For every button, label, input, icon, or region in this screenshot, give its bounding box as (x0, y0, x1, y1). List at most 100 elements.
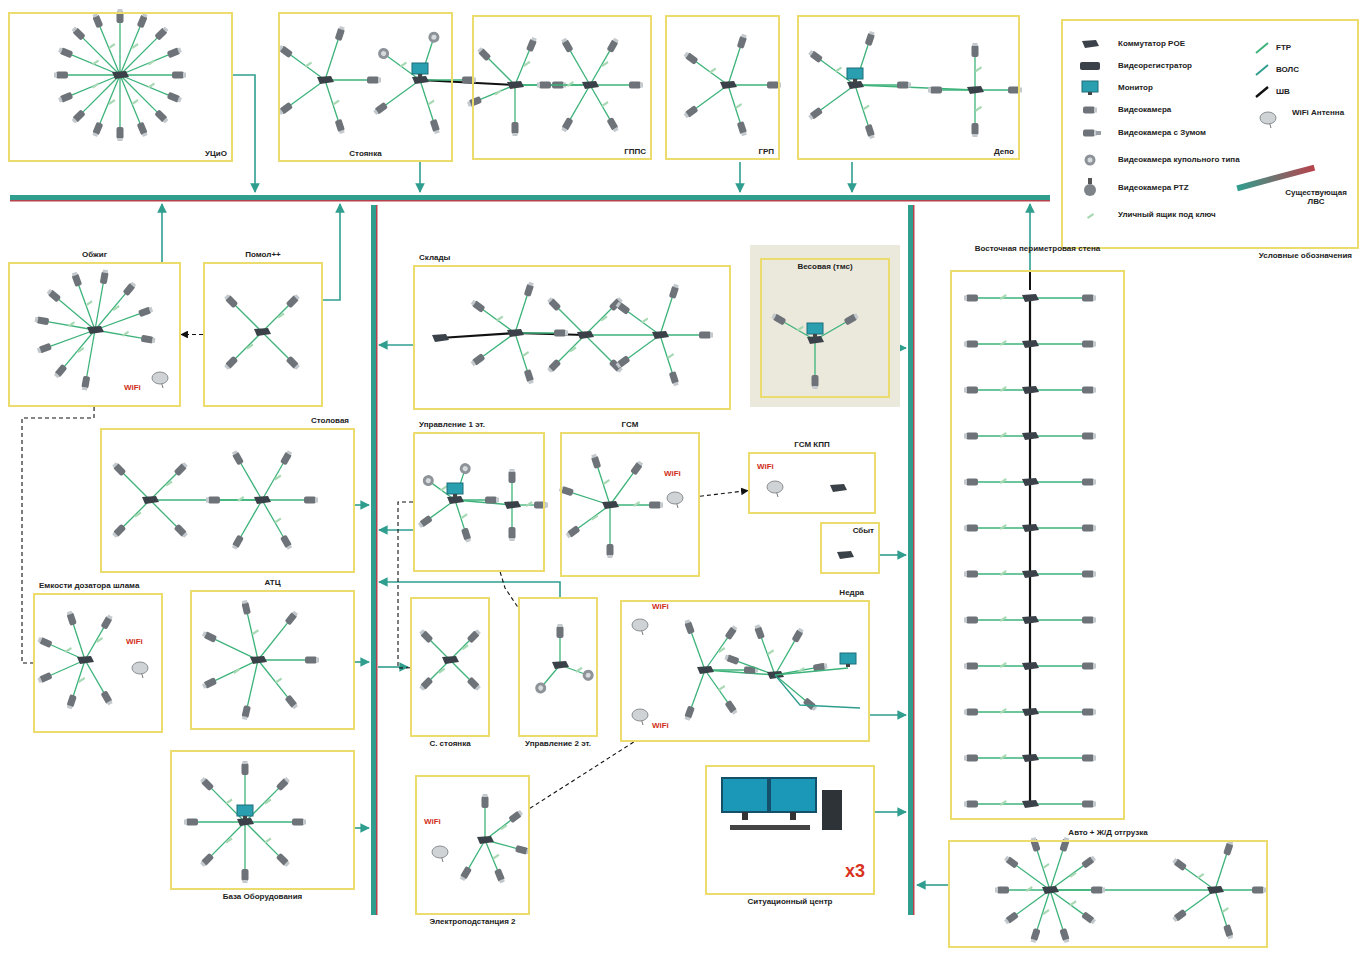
street-box (1070, 872, 1077, 878)
street-box (975, 66, 982, 72)
camera-icon (684, 705, 695, 721)
site-label: Стоянка (349, 149, 381, 159)
ftp-cable (81, 75, 120, 114)
wifi-antenna (132, 662, 148, 674)
ftp-cable (559, 635, 560, 665)
monitor-stand (453, 494, 457, 497)
street-box (1087, 213, 1094, 219)
camera-icon (699, 332, 713, 339)
street-box (148, 59, 155, 65)
ftp-cable (213, 660, 258, 682)
ftp-cable (258, 621, 289, 660)
site-box: Стоянка (278, 12, 453, 162)
ftp-cable (515, 293, 528, 333)
camera-icon (184, 819, 198, 826)
switch-link (455, 500, 512, 505)
line-sample (1256, 87, 1268, 97)
ftp-cable (1215, 852, 1227, 890)
camera-icon (470, 353, 485, 367)
poe-switch (1022, 570, 1039, 578)
uplink-arrow (355, 661, 369, 663)
ftp-cable (1050, 890, 1064, 932)
site-label: Авто + Ж/Д отгрузка (1068, 828, 1147, 838)
camera-icon (1083, 130, 1097, 137)
poe-switch (507, 329, 524, 337)
street-box (428, 100, 435, 106)
camera-icon (606, 37, 619, 53)
camera-icon (54, 72, 68, 79)
uplink-arrow (379, 529, 413, 531)
wifi-link (700, 491, 748, 497)
poe-switch (1022, 754, 1039, 762)
switch-link (1029, 620, 1031, 666)
camera-icon (928, 87, 942, 94)
ftp-cable (289, 54, 325, 80)
camera-icon (865, 31, 876, 46)
camera-icon (36, 343, 52, 354)
camera-icon (1082, 571, 1096, 578)
street-box (1000, 432, 1007, 438)
ftp-cable (597, 465, 610, 505)
ftp-cable (234, 332, 262, 360)
street-box (835, 66, 842, 72)
street-box (108, 43, 115, 49)
poe-switch (697, 666, 714, 674)
legend-text: Видеокамера (1118, 105, 1171, 114)
legend-text: Существующая ЛВС (1285, 188, 1347, 206)
camera-icon (1252, 887, 1266, 894)
ftp-cable (585, 335, 613, 363)
ftp-cable (244, 822, 245, 872)
ftp-cable (95, 281, 104, 330)
camera-icon (286, 356, 301, 371)
ftp-cable (247, 611, 258, 660)
camera-icon (560, 37, 573, 53)
monitor (447, 483, 463, 494)
camera-icon (482, 794, 489, 808)
camera-icon (1223, 840, 1234, 855)
ftp-cable (210, 787, 245, 822)
poe-switch (652, 331, 669, 339)
camera-icon (66, 694, 77, 709)
legend-text: Видеокамера PTZ (1118, 183, 1189, 192)
camera-icon (537, 82, 551, 89)
camera-icon (141, 335, 156, 344)
camera-icon (373, 102, 388, 116)
wifi-label: WiFi (126, 638, 143, 647)
dome-camera (533, 680, 548, 695)
poe-switch (1022, 294, 1039, 302)
camera-icon (524, 369, 535, 384)
camera-icon (46, 288, 61, 302)
camera-icon (223, 293, 238, 308)
camera-icon (1081, 911, 1096, 925)
ftp-cable (119, 75, 120, 130)
camera-icon (167, 92, 183, 104)
zoom-lens (1096, 131, 1101, 135)
street-box (462, 644, 469, 650)
camera-icon (34, 316, 49, 325)
camera-icon (137, 13, 149, 29)
street-box (709, 67, 716, 73)
dome-camera (458, 462, 472, 476)
switch-link (1029, 528, 1031, 574)
ftp-cable (258, 660, 289, 699)
uplink-arrow (851, 162, 853, 192)
camera-icon (1172, 909, 1187, 923)
street-box (1026, 886, 1033, 892)
site-label: Электроподстанция 2 (429, 917, 515, 927)
site-label: Столовая (311, 416, 349, 426)
street-box (461, 513, 468, 519)
ftp-cable (122, 472, 150, 500)
street-box (1070, 900, 1077, 906)
switch-link (1029, 574, 1031, 620)
ftp-cable (120, 54, 171, 75)
street-box (148, 83, 155, 89)
ftp-cable (610, 471, 635, 505)
wifi-label: WiFi (652, 722, 669, 731)
camera-icon (231, 535, 244, 551)
ftp-cable (420, 80, 434, 123)
street-box (1000, 800, 1007, 806)
ftp-cable (213, 638, 258, 660)
camera-icon (494, 868, 506, 884)
camera-icon (554, 330, 568, 337)
